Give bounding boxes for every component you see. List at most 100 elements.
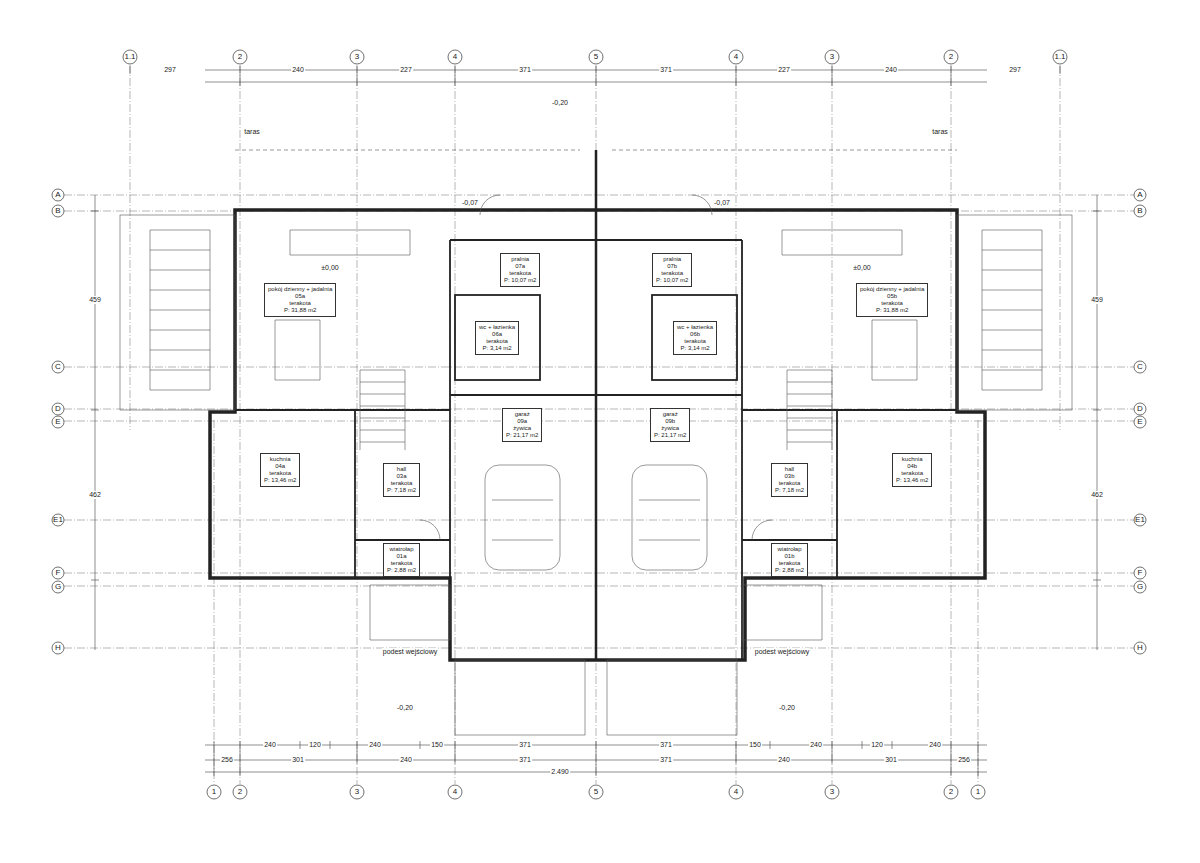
room-text: 09a	[506, 418, 538, 425]
plan-annotation: -0,20	[551, 99, 569, 107]
room-text: wc + łazienka	[479, 324, 515, 331]
plan-annotation: 240	[777, 756, 791, 764]
axis-label: E	[1136, 418, 1143, 426]
room-text: 04a	[264, 463, 296, 470]
room-text: P: 21,17 m2	[654, 432, 686, 439]
plan-annotation: 150	[748, 741, 762, 749]
plan-annotation: 371	[659, 741, 673, 749]
room-text: terakota	[775, 480, 804, 487]
axis-label: 4	[452, 788, 458, 796]
room-text: kuchnia	[896, 456, 928, 463]
room-label: wc + łazienka06bterakotaP: 3,14 m2	[673, 321, 717, 355]
plan-annotation: 240	[809, 741, 823, 749]
plan-annotation: -0,07	[713, 199, 731, 207]
room-text: P: 31,88 m2	[268, 307, 332, 314]
axis-label: 1.1	[123, 53, 136, 61]
room-label: pokój dzienny + jadalnia05aterakotaP: 31…	[264, 283, 336, 317]
room-label: wc + łazienka06aterakotaP: 3,14 m2	[475, 321, 519, 355]
room-label: garaż09bżywicaP: 21,17 m2	[650, 408, 690, 442]
room-text: P: 31,88 m2	[860, 307, 924, 314]
plan-annotation: 371	[518, 741, 532, 749]
plan-annotation: 120	[308, 741, 322, 749]
room-text: pokój dzienny + jadalnia	[860, 286, 924, 293]
plan-annotation: 371	[659, 66, 673, 74]
room-text: 06a	[479, 331, 515, 338]
axis-label: 4	[452, 53, 458, 61]
room-label: hall03bterakotaP: 7,18 m2	[771, 463, 808, 497]
room-text: 03a	[387, 473, 416, 480]
room-text: terakota	[264, 470, 296, 477]
plan-annotation: podest wejściowy	[382, 648, 438, 656]
axis-label: H	[54, 644, 62, 652]
room-text: wiatrołap	[775, 546, 804, 553]
room-text: P: 3,14 m2	[479, 345, 515, 352]
axis-label: B	[1136, 207, 1143, 215]
room-text: pralnia	[656, 256, 688, 263]
room-text: 05b	[860, 293, 924, 300]
plan-annotation: 297	[163, 66, 177, 74]
axis-label: 1	[975, 788, 981, 796]
room-text: garaż	[654, 411, 686, 418]
room-label: pralnia07bterakotaP: 10,07 m2	[652, 253, 692, 287]
axis-label: 5	[593, 788, 599, 796]
axis-label: 1.1	[1053, 53, 1066, 61]
plan-annotation: 150	[430, 741, 444, 749]
room-text: żywica	[654, 425, 686, 432]
axis-label: F	[55, 569, 62, 577]
axis-label: C	[1136, 363, 1144, 371]
room-text: terakota	[479, 338, 515, 345]
plan-annotation: taras	[931, 128, 949, 136]
room-label: pokój dzienny + jadalnia05bterakotaP: 31…	[856, 283, 928, 317]
room-text: P: 13,46 m2	[264, 477, 296, 484]
room-text: 01a	[387, 553, 416, 560]
room-text: terakota	[387, 480, 416, 487]
axis-label: G	[1136, 583, 1144, 591]
room-label: wiatrołap01bterakotaP: 2,88 m2	[771, 543, 808, 577]
plan-annotation: 240	[399, 756, 413, 764]
axis-label: B	[54, 207, 61, 215]
plan-annotation: 120	[870, 741, 884, 749]
axis-label: E	[54, 418, 61, 426]
room-text: kuchnia	[264, 456, 296, 463]
axis-label: 2	[948, 53, 954, 61]
axis-label: E1	[52, 516, 64, 524]
room-label: pralnia07aterakotaP: 10,07 m2	[500, 253, 540, 287]
room-text: pokój dzienny + jadalnia	[268, 286, 332, 293]
room-text: terakota	[677, 338, 713, 345]
room-text: 04b	[896, 463, 928, 470]
plan-annotation: 227	[399, 66, 413, 74]
plan-annotation: 371	[518, 66, 532, 74]
room-text: terakota	[860, 300, 924, 307]
plan-annotation: 240	[291, 66, 305, 74]
axis-label: 2	[237, 788, 243, 796]
axis-label: C	[54, 363, 62, 371]
plan-annotation: 240	[928, 741, 942, 749]
axis-label: 2	[237, 53, 243, 61]
axis-label: 3	[829, 788, 835, 796]
room-text: terakota	[268, 300, 332, 307]
plan-annotation: ±0,00	[852, 264, 871, 272]
plan-annotation: 371	[659, 756, 673, 764]
axis-label: A	[1136, 191, 1143, 199]
room-label: hall03aterakotaP: 7,18 m2	[383, 463, 420, 497]
room-text: pralnia	[504, 256, 536, 263]
room-text: P: 10,07 m2	[504, 277, 536, 284]
plan-annotation: ±0,00	[320, 264, 339, 272]
room-text: 01b	[775, 553, 804, 560]
axis-label: 1	[211, 788, 217, 796]
room-text: 05a	[268, 293, 332, 300]
plan-annotation: 462	[1090, 491, 1104, 499]
axis-label: 2	[948, 788, 954, 796]
room-text: terakota	[504, 270, 536, 277]
axis-label: A	[54, 191, 61, 199]
room-text: P: 7,18 m2	[387, 487, 416, 494]
plan-annotation: podest wejściowy	[754, 648, 810, 656]
room-text: terakota	[387, 560, 416, 567]
room-text: wc + łazienka	[677, 324, 713, 331]
room-text: 09b	[654, 418, 686, 425]
room-label: kuchnia04aterakotaP: 13,46 m2	[260, 453, 300, 487]
plan-annotation: 459	[1090, 296, 1104, 304]
room-text: garaż	[506, 411, 538, 418]
